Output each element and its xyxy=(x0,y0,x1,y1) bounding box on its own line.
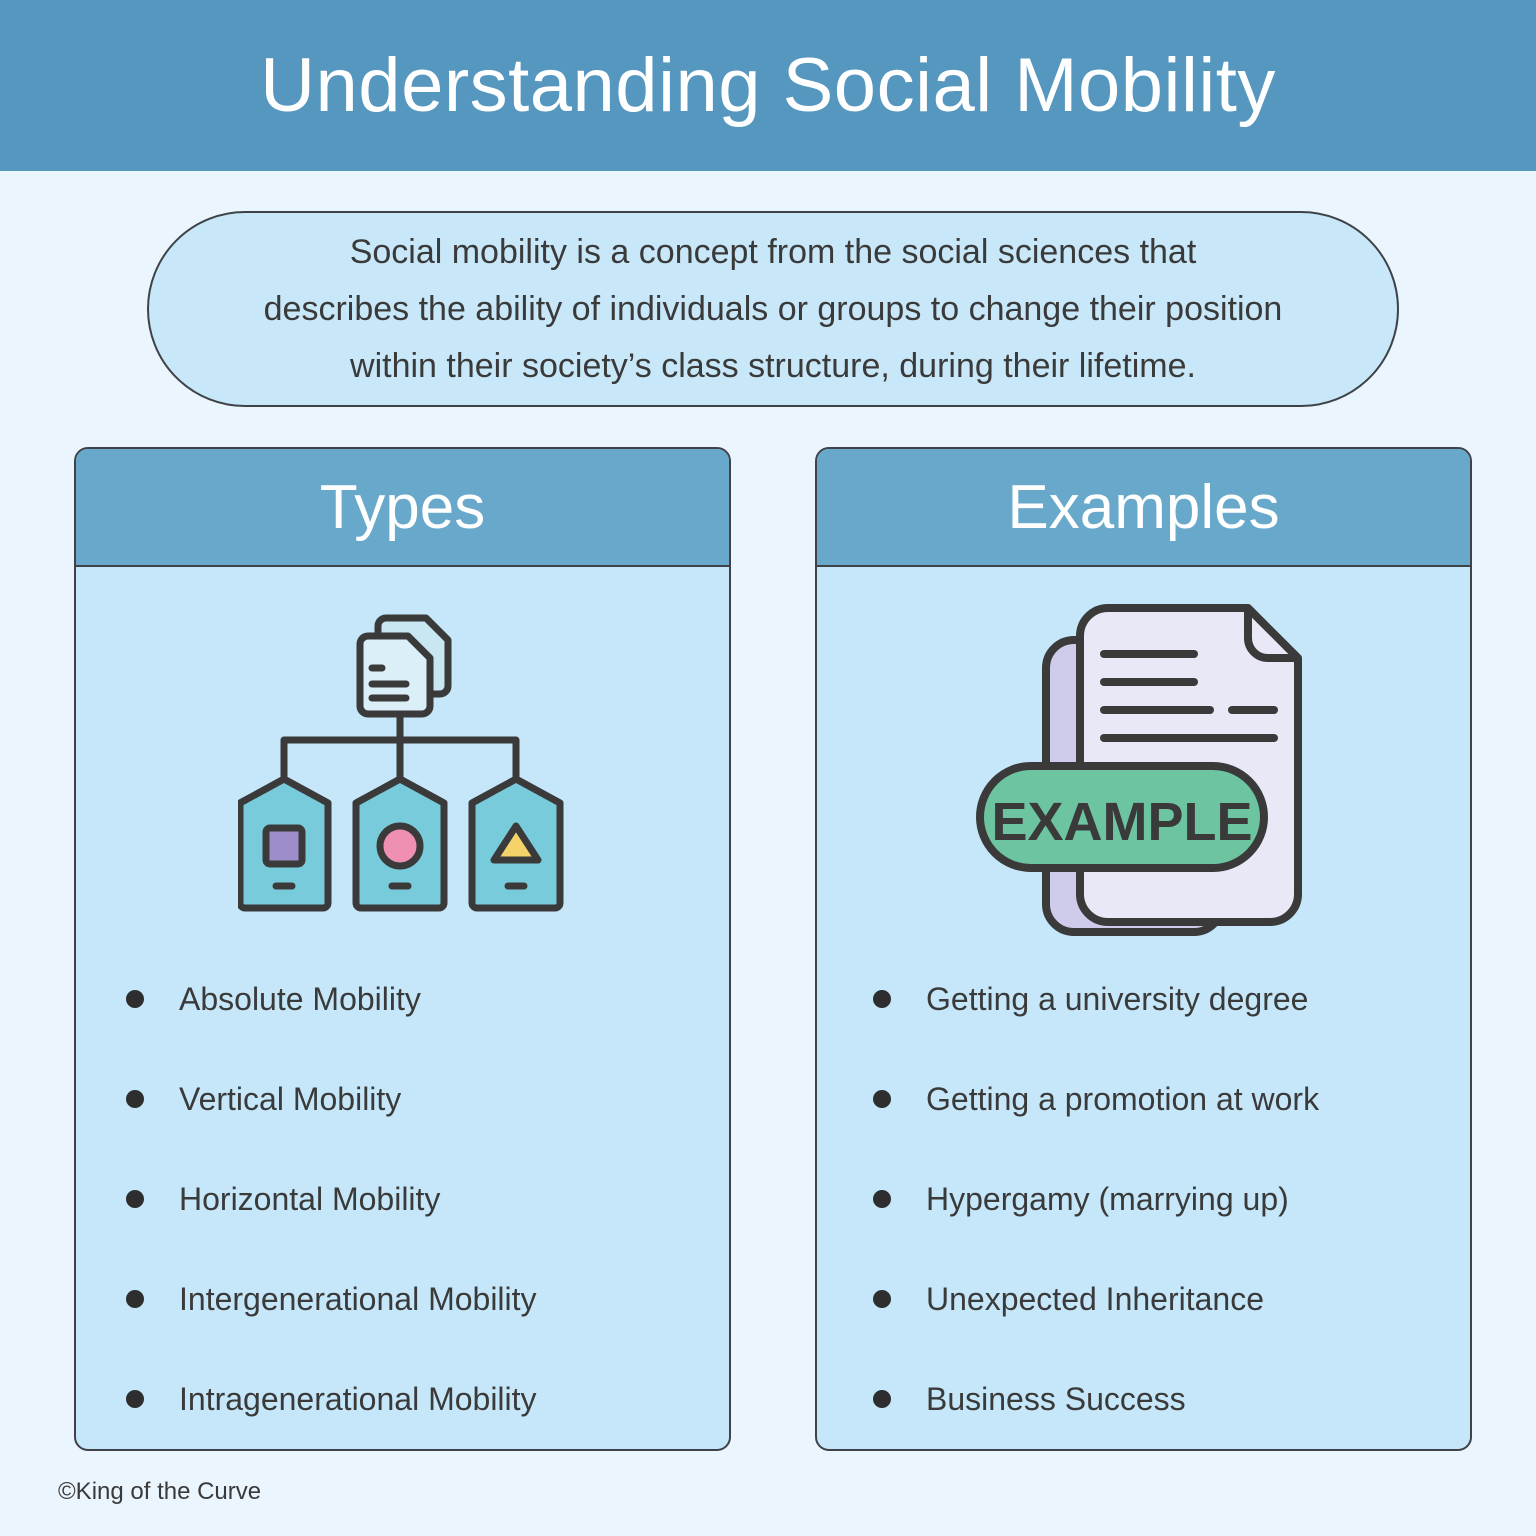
bullet-icon xyxy=(126,1190,144,1208)
example-badge-label: EXAMPLE xyxy=(991,792,1252,852)
bullet-icon xyxy=(873,1390,891,1408)
definition-box: Social mobility is a concept from the so… xyxy=(147,211,1399,407)
list-item: Unexpected Inheritance xyxy=(873,1249,1319,1349)
definition-line: Social mobility is a concept from the so… xyxy=(349,232,1197,271)
types-card-header: Types xyxy=(76,449,729,567)
bullet-icon xyxy=(873,990,891,1008)
definition-line: describes the ability of individuals or … xyxy=(263,289,1283,328)
bullet-icon xyxy=(126,1390,144,1408)
list-item: Intragenerational Mobility xyxy=(126,1349,537,1449)
bullet-icon xyxy=(126,1290,144,1308)
list-item: Horizontal Mobility xyxy=(126,1149,537,1249)
bullet-icon xyxy=(873,1090,891,1108)
bullet-icon xyxy=(126,990,144,1008)
list-item: Absolute Mobility xyxy=(126,949,537,1049)
example-document-icon: EXAMPLE xyxy=(974,604,1314,949)
copyright-text: ©King of the Curve xyxy=(58,1478,262,1505)
page-header: Understanding Social Mobility xyxy=(0,0,1536,171)
types-title: Types xyxy=(319,472,486,542)
list-item: Getting a university degree xyxy=(873,949,1319,1049)
page-title: Understanding Social Mobility xyxy=(260,43,1276,128)
bullet-icon xyxy=(126,1090,144,1108)
list-item: Getting a promotion at work xyxy=(873,1049,1319,1149)
list-item: Business Success xyxy=(873,1349,1319,1449)
list-item: Hypergamy (marrying up) xyxy=(873,1149,1319,1249)
hierarchy-icon xyxy=(236,604,568,929)
definition-text: Social mobility is a concept from the so… xyxy=(264,224,1283,395)
definition-line: within their society’s class structure, … xyxy=(350,346,1196,385)
types-list: Absolute Mobility Vertical Mobility Hori… xyxy=(126,967,537,1449)
examples-list: Getting a university degree Getting a pr… xyxy=(873,967,1319,1449)
bullet-icon xyxy=(873,1290,891,1308)
list-item: Vertical Mobility xyxy=(126,1049,537,1149)
examples-card-header: Examples xyxy=(817,449,1470,567)
list-item: Intergenerational Mobility xyxy=(126,1249,537,1349)
examples-card: Examples EXAMPLE Getting a university de… xyxy=(815,447,1472,1451)
bullet-icon xyxy=(873,1190,891,1208)
types-card: Types xyxy=(74,447,731,1451)
examples-title: Examples xyxy=(1007,472,1280,542)
